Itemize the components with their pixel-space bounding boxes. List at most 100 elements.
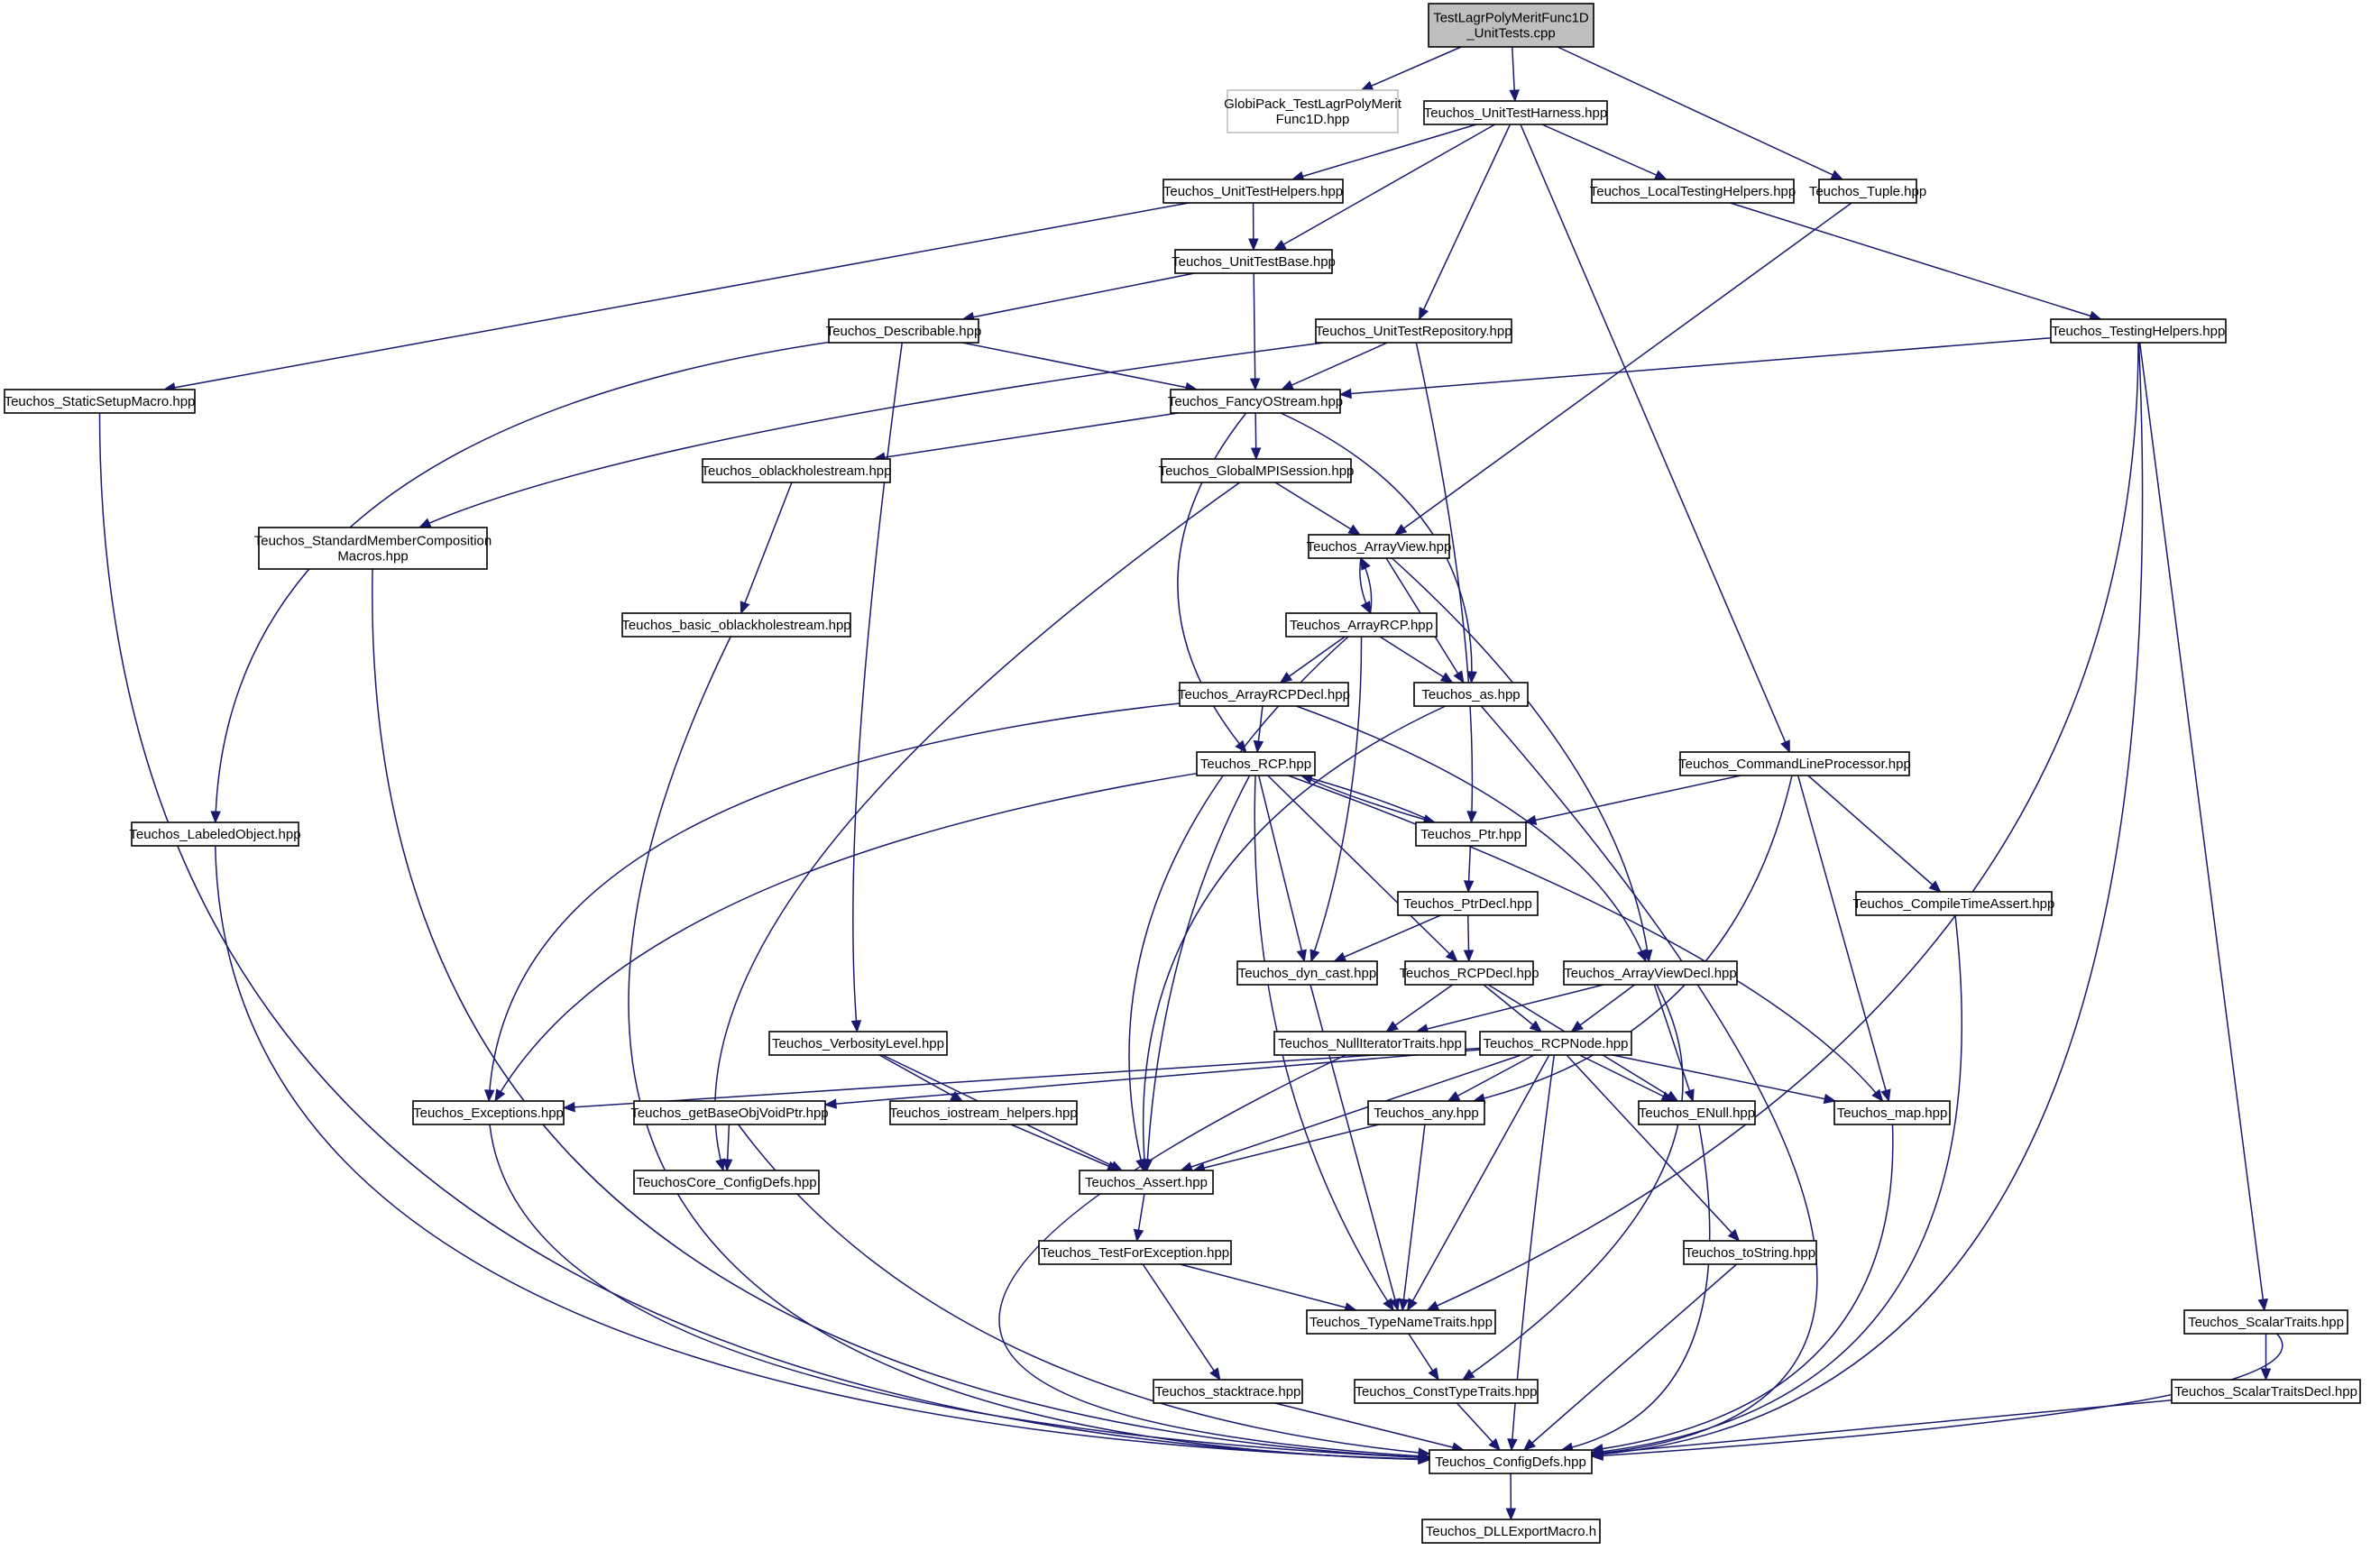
edge-rcpnode-to-tostring: [1566, 1054, 1740, 1242]
node-oblackholestream[interactable]: Teuchos_oblackholestream.hpp: [702, 458, 892, 483]
node-label: Teuchos_TestForException.hpp: [1041, 1245, 1229, 1261]
node-exceptions[interactable]: Teuchos_Exceptions.hpp: [412, 1100, 565, 1125]
node-iostreamhelpers[interactable]: Teuchos_iostream_helpers.hpp: [889, 1100, 1078, 1125]
node-stacktrace[interactable]: Teuchos_stacktrace.hpp: [1153, 1379, 1303, 1404]
arrowhead: [1830, 170, 1844, 180]
node-box: [1079, 1170, 1214, 1195]
arrowhead: [1248, 238, 1259, 252]
node-scalartraitsdecl[interactable]: Teuchos_ScalarTraitsDecl.hpp: [2171, 1379, 2361, 1404]
node-rcp[interactable]: Teuchos_RCP.hpp: [1196, 751, 1316, 776]
edge-testforexception-to-typenametraits: [1180, 1263, 1356, 1311]
node-nullitertraits[interactable]: Teuchos_NullIteratorTraits.hpp: [1273, 1031, 1466, 1056]
arrowhead: [1453, 670, 1465, 684]
node-compiletimeassert[interactable]: Teuchos_CompileTimeAssert.hpp: [1853, 891, 2055, 916]
node-assert[interactable]: Teuchos_Assert.hpp: [1079, 1170, 1214, 1195]
node-arrayrcp[interactable]: Teuchos_ArrayRCP.hpp: [1285, 612, 1438, 638]
arrowhead: [715, 1158, 726, 1172]
node-arrayrcpdecl[interactable]: Teuchos_ArrayRCPDecl.hpp: [1178, 682, 1350, 707]
node-label: Teuchos_ENull.hpp: [1639, 1106, 1755, 1121]
node-label: _UnitTests.cpp: [1466, 25, 1555, 41]
edge-unittestharness-to-commandlineprocessor: [1520, 124, 1791, 753]
node-label: Teuchos_RCPDecl.hpp: [1399, 966, 1539, 981]
node-testinghelpers[interactable]: Teuchos_TestingHelpers.hpp: [2050, 318, 2227, 344]
node-commandlineprocessor[interactable]: Teuchos_CommandLineProcessor.hpp: [1678, 751, 1911, 776]
arrowhead: [1463, 880, 1475, 894]
edge-unittestrepository-to-ptr: [1415, 342, 1474, 823]
node-rcpnode[interactable]: Teuchos_RCPNode.hpp: [1479, 1031, 1632, 1056]
node-standardmember[interactable]: Teuchos_StandardMemberCompositionMacros.…: [254, 527, 492, 570]
node-labeledobject[interactable]: Teuchos_LabeledObject.hpp: [129, 821, 301, 847]
edge-rcp-to-typenametraits: [1254, 775, 1394, 1311]
node-scalartraits[interactable]: Teuchos_ScalarTraits.hpp: [2183, 1309, 2348, 1335]
edge-arrayviewdecl-to-nullitertraits: [1416, 984, 1604, 1032]
edge-nullitertraits-to-configdefs: [998, 1054, 1430, 1458]
node-tostring[interactable]: Teuchos_toString.hpp: [1683, 1240, 1817, 1265]
node-any[interactable]: Teuchos_any.hpp: [1367, 1100, 1485, 1125]
edge-tostring-to-configdefs: [1523, 1263, 1738, 1451]
edge-compiletimeassert-to-configdefs: [1591, 914, 1962, 1454]
node-staticsetupmacro[interactable]: Teuchos_StaticSetupMacro.hpp: [4, 389, 196, 414]
node-arrayviewdecl[interactable]: Teuchos_ArrayViewDecl.hpp: [1563, 960, 1738, 986]
node-tuple[interactable]: Teuchos_Tuple.hpp: [1809, 179, 1926, 204]
node-box: [1818, 179, 1917, 204]
node-label: Teuchos_PtrDecl.hpp: [1403, 896, 1532, 912]
node-unittestbase[interactable]: Teuchos_UnitTestBase.hpp: [1172, 249, 1336, 274]
node-localtestinghelpers[interactable]: Teuchos_LocalTestingHelpers.hpp: [1590, 179, 1796, 204]
node-typenametraits[interactable]: Teuchos_TypeNameTraits.hpp: [1306, 1309, 1496, 1335]
edge-testinghelpers-to-configdefs: [1591, 342, 2144, 1456]
node-label: Teuchos_iostream_helpers.hpp: [889, 1106, 1077, 1121]
node-dyncast[interactable]: Teuchos_dyn_cast.hpp: [1236, 960, 1378, 986]
node-box: [1404, 960, 1534, 986]
arrowhead: [1426, 1300, 1440, 1311]
edge-standardmember-to-configdefs: [372, 568, 1430, 1459]
arrowhead: [1418, 1447, 1431, 1458]
node-box: [1683, 1240, 1817, 1265]
node-coreconfigdefs[interactable]: TeuchosCore_ConfigDefs.hpp: [633, 1170, 820, 1195]
edge-rcpnode-to-typenametraits: [1407, 1054, 1550, 1311]
node-box: [1227, 89, 1399, 133]
node-unittesthelpers[interactable]: Teuchos_UnitTestHelpers.hpp: [1162, 179, 1344, 204]
node-box: [1162, 179, 1344, 204]
node-map[interactable]: Teuchos_map.hpp: [1833, 1100, 1951, 1125]
node-ptrdecl[interactable]: Teuchos_PtrDecl.hpp: [1397, 891, 1539, 916]
node-as[interactable]: Teuchos_as.hpp: [1413, 682, 1529, 707]
node-label: Teuchos_ArrayViewDecl.hpp: [1564, 966, 1737, 981]
node-box: [1174, 249, 1333, 274]
node-label: Macros.hpp: [337, 548, 408, 564]
node-verbositylevel[interactable]: Teuchos_VerbosityLevel.hpp: [768, 1031, 948, 1056]
edge-oblackholestream-to-basicoblackhole: [740, 482, 793, 614]
node-testforexception[interactable]: Teuchos_TestForException.hpp: [1038, 1240, 1232, 1265]
node-box: [633, 1100, 826, 1125]
node-configdefs[interactable]: Teuchos_ConfigDefs.hpp: [1429, 1449, 1593, 1474]
edge-unittestharness-to-unittestbase: [1273, 124, 1495, 251]
edge-localtestinghelpers-to-testinghelpers: [1730, 202, 2101, 320]
edge-labeledobject-to-configdefs: [214, 845, 1430, 1461]
node-box: [1413, 682, 1529, 707]
arrowhead: [740, 601, 750, 615]
node-label: Teuchos_FancyOStream.hpp: [1168, 394, 1343, 409]
node-label: Teuchos_VerbosityLevel.hpp: [772, 1036, 944, 1051]
node-getbaseobjvoidptr[interactable]: Teuchos_getBaseObjVoidPtr.hpp: [630, 1100, 829, 1125]
node-rcpdecl[interactable]: Teuchos_RCPDecl.hpp: [1399, 960, 1539, 986]
node-label: Teuchos_Describable.hpp: [826, 324, 982, 339]
node-box: [1196, 751, 1316, 776]
node-fancyostream[interactable]: Teuchos_FancyOStream.hpp: [1168, 389, 1343, 414]
edge-ptrdecl-to-dyncast: [1334, 914, 1441, 962]
node-root[interactable]: TestLagrPolyMeritFunc1D_UnitTests.cpp: [1428, 3, 1594, 48]
node-unittestharness[interactable]: Teuchos_UnitTestHarness.hpp: [1423, 100, 1608, 125]
node-ptr[interactable]: Teuchos_Ptr.hpp: [1415, 821, 1527, 847]
node-describable[interactable]: Teuchos_Describable.hpp: [826, 318, 982, 344]
node-globipack[interactable]: GlobiPack_TestLagrPolyMeritFunc1D.hpp: [1224, 89, 1402, 133]
node-label: Teuchos_StandardMemberComposition: [254, 533, 492, 548]
node-box: [1833, 1100, 1951, 1125]
node-enull[interactable]: Teuchos_ENull.hpp: [1638, 1100, 1756, 1125]
node-globalmpisession[interactable]: Teuchos_GlobalMPISession.hpp: [1159, 458, 1355, 483]
node-dllexport[interactable]: Teuchos_DLLExportMacro.h: [1421, 1519, 1601, 1544]
node-arrayview[interactable]: Teuchos_ArrayView.hpp: [1307, 534, 1452, 559]
node-unittestrepository[interactable]: Teuchos_UnitTestRepository.hpp: [1315, 318, 1512, 344]
arrowhead: [418, 518, 432, 528]
edge-commandlineprocessor-to-compiletimeassert: [1807, 775, 1942, 893]
node-consttypetraits[interactable]: Teuchos_ConstTypeTraits.hpp: [1354, 1379, 1539, 1404]
node-basicoblackhole[interactable]: Teuchos_basic_oblackholestream.hpp: [621, 612, 851, 638]
edge-rcp-to-exceptions: [494, 772, 1198, 1102]
